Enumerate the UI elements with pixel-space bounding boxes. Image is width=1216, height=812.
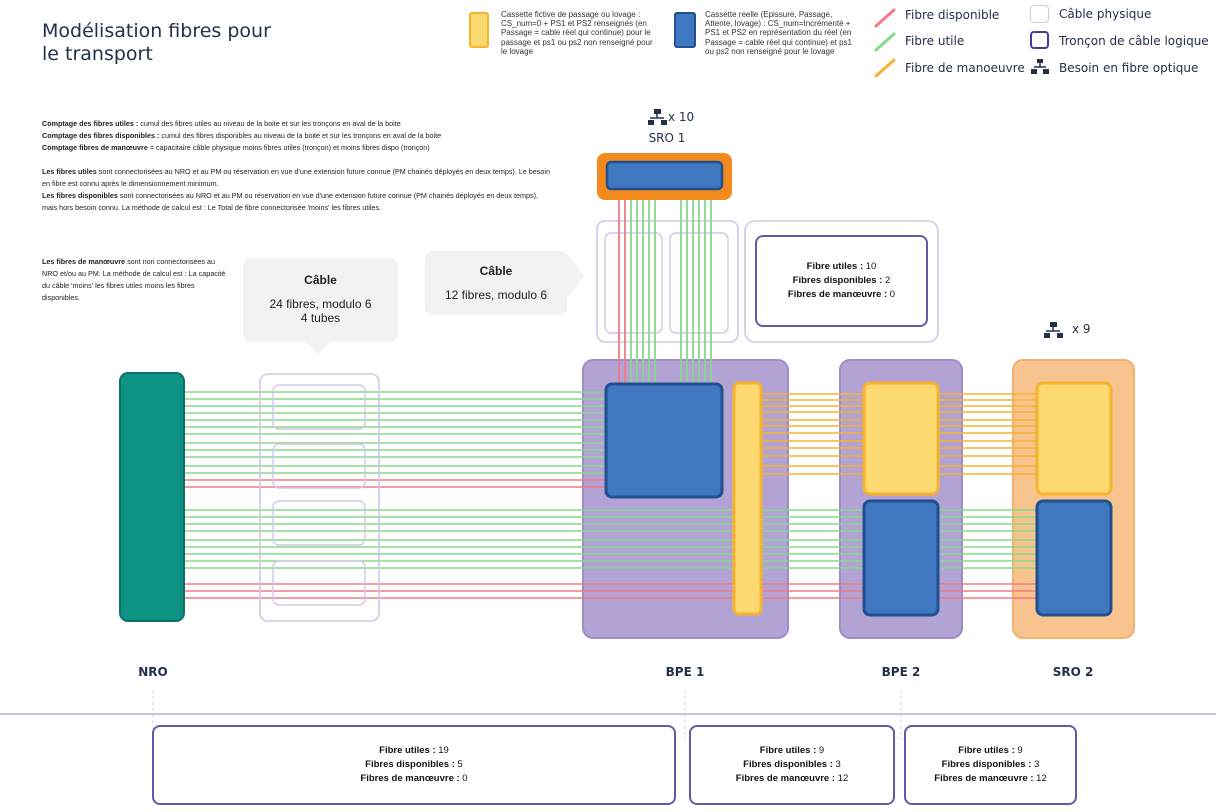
- bpe1-cassette-reelle: [604, 382, 724, 499]
- legend-fibre-disponible-label: Fibre disponible: [905, 8, 1000, 22]
- callout-cable-24: Câble 24 fibres, modulo 6 4 tubes: [243, 258, 398, 342]
- bpe2-stat-manoeuvre: Fibres de manœuvre : 12: [934, 773, 1047, 784]
- bpe1-stats-box: Fibre utiles : 9 Fibres disponibles : 3 …: [689, 725, 895, 805]
- callout-cable-24-line1: 24 fibres, modulo 6: [269, 297, 372, 311]
- cable-tube-1: [272, 384, 366, 430]
- cable-tube-3: [272, 500, 366, 546]
- sro1-need-icon: [648, 109, 667, 125]
- sro2-need: x 9: [1072, 322, 1091, 336]
- legend-fibre-glyphs: [874, 8, 896, 78]
- callout-24-pointer: [306, 342, 330, 354]
- bpe2-stat-dispo: Fibres disponibles : 3: [941, 759, 1040, 770]
- sro2-cassette-reelle: [1035, 499, 1113, 617]
- callout-12-pointer: [566, 252, 584, 300]
- bpe2-cassette-fictive: [862, 381, 940, 496]
- sro1-need-count: x 10: [668, 110, 695, 124]
- legend-swatch-cassette-reelle: [674, 12, 696, 48]
- bpe2-label: BPE 2: [881, 665, 921, 679]
- sro1-stat-manoeuvre: Fibres de manœuvre : 0: [787, 289, 896, 300]
- bpe1-stat-utiles: Fibre utiles : 9: [759, 745, 825, 756]
- nro-stat-manoeuvre: Fibres de manœuvre : 0: [360, 773, 468, 784]
- sro1-label: SRO 1: [648, 131, 686, 145]
- sro2-need-icon: [1044, 322, 1063, 338]
- page-title: Modélisation fibres pour le transport: [42, 20, 271, 65]
- sro1-stats-frame: [744, 220, 939, 343]
- sro1-stats-box: Fibre utiles : 10 Fibres disponibles : 2…: [755, 235, 928, 327]
- sro1-vertical-fibres: [618, 187, 712, 384]
- explanation-notes: Comptage des fibres utiles : cumul des f…: [42, 118, 552, 214]
- legend-cassette-reelle-text: Cassette reelle (Epissure, Passage, Atte…: [705, 10, 852, 56]
- bpe1-stat-dispo: Fibres disponibles : 3: [743, 759, 841, 770]
- legend-fibre-disponible-glyph: [874, 8, 896, 28]
- bpe1-cassette-fictive: [732, 381, 763, 616]
- bpe1-label: BPE 1: [665, 665, 705, 679]
- note-line-2: Comptage fibres de manœuvre = capacitair…: [42, 143, 430, 152]
- legend-cable-physique-label: Câble physique: [1059, 7, 1152, 21]
- sro1-cable-physique: [596, 220, 739, 343]
- sro1-cassette: [605, 160, 724, 191]
- bpe2-stats-box: Fibre utiles : 9 Fibres disponibles : 3 …: [904, 725, 1077, 805]
- network-icon: [1031, 59, 1049, 74]
- callout-cable-12-title: Câble: [479, 264, 513, 278]
- cable-tube-4: [272, 560, 366, 606]
- nro-stat-utiles: Fibre utiles : 19: [379, 745, 449, 756]
- legend-fibre-manoeuvre-glyph: [874, 58, 896, 78]
- note-line-1: Comptage des fibres disponibles : cumul …: [42, 131, 442, 140]
- legend-swatch-cassette-fictive: [469, 12, 489, 48]
- bpe1-stat-manoeuvre: Fibres de manœuvre : 12: [735, 773, 849, 784]
- callout-cable-12-line1: 12 fibres, modulo 6: [444, 288, 548, 302]
- separator: [0, 713, 1216, 715]
- legend-cassette-fictive-text: Cassette fictive de passage ou lovage : …: [501, 10, 653, 56]
- note-line-4: Les fibres utiles sont connectorisées au…: [42, 167, 550, 188]
- guide-lines: [152, 690, 902, 740]
- sro1-stat-dispo: Fibres disponibles : 2: [792, 275, 891, 286]
- nro-stats-box: Fibre utiles : 19 Fibres disponibles : 5…: [152, 725, 676, 805]
- note-line-5: Les fibres disponibles sont connectorisé…: [42, 191, 538, 212]
- sro2-label: SRO 2: [1052, 665, 1094, 679]
- callout-cable-24-line2: 4 tubes: [300, 311, 341, 325]
- note-line-0: Comptage des fibres utiles : cumul des f…: [42, 119, 401, 128]
- nro-block: [119, 372, 185, 622]
- legend-troncon-logique-swatch: [1030, 31, 1049, 49]
- legend-fibre-manoeuvre-label: Fibre de manoeuvre: [905, 61, 1025, 75]
- cable-physique-24: [259, 373, 380, 622]
- legend-besoin-fibre-label: Besoin en fibre optique: [1059, 61, 1199, 75]
- nro-stat-dispo: Fibres disponibles : 5: [365, 759, 463, 770]
- nro-label: NRO: [138, 665, 168, 679]
- legend-fibre-utile-label: Fibre utile: [905, 34, 965, 48]
- sro2-need-count: x 9: [1072, 322, 1091, 336]
- sro1-tube-1: [604, 232, 663, 334]
- legend-troncon-logique-label: Tronçon de câble logique: [1059, 34, 1209, 48]
- callout-cable-12: Câble 12 fibres, modulo 6: [425, 251, 567, 315]
- note-manoeuvre: Les fibres de manœuvre sont non connecto…: [42, 257, 226, 302]
- bpe2-stat-utiles: Fibre utiles : 9: [958, 745, 1023, 756]
- bpe2-cassette-reelle: [862, 499, 940, 617]
- sro1-stat-utiles: Fibre utiles : 10: [806, 261, 877, 272]
- callout-cable-24-title: Câble: [304, 273, 337, 287]
- legend-fibre-utile-glyph: [874, 32, 896, 52]
- sro2-cassette-fictive: [1035, 381, 1113, 496]
- legend-cable-physique-swatch: [1030, 5, 1049, 23]
- sro1-need: x 10: [668, 110, 694, 124]
- cable-tube-2: [272, 443, 366, 489]
